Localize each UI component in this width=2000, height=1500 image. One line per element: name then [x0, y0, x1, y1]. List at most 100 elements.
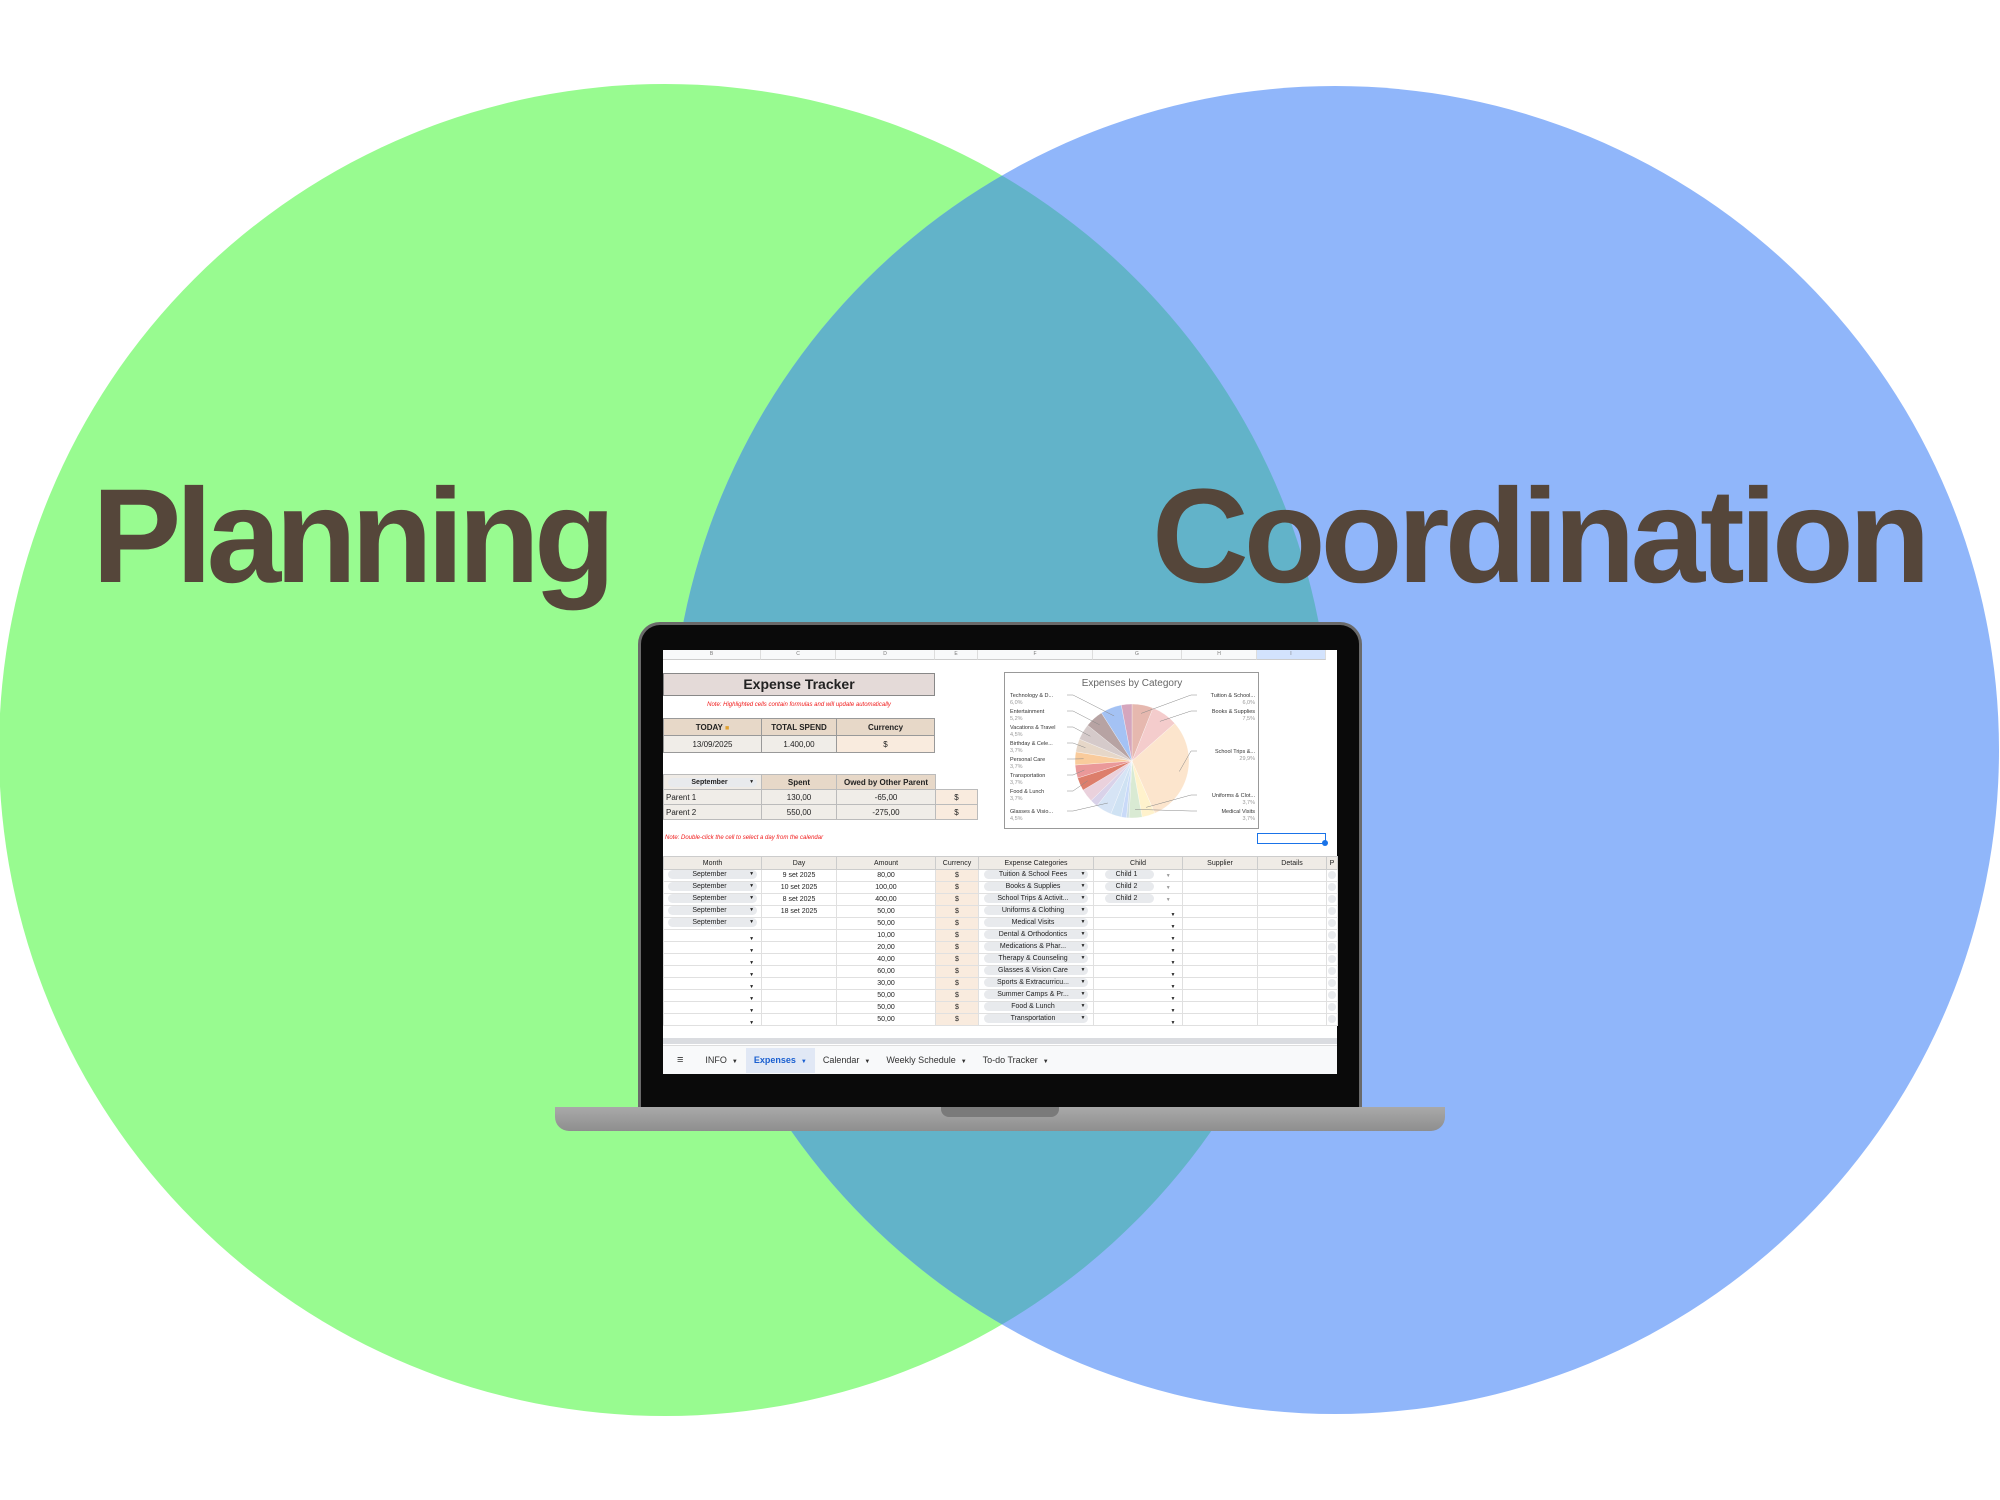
dropdown-chip[interactable] — [1328, 1002, 1336, 1011]
currency-cell[interactable]: $ — [935, 941, 979, 954]
p-cell[interactable] — [1326, 977, 1338, 990]
currency-cell[interactable]: $ — [935, 881, 979, 894]
column-letter[interactable]: I — [1257, 650, 1326, 660]
supplier-cell[interactable] — [1182, 953, 1258, 966]
category-cell[interactable]: Dental & Orthodontics▼ — [978, 929, 1094, 942]
day-cell[interactable] — [761, 929, 837, 942]
category-cell[interactable]: Summer Camps & Pr...▼ — [978, 989, 1094, 1002]
owed-value[interactable]: -65,00 — [836, 789, 936, 805]
day-cell[interactable] — [761, 941, 837, 954]
child-cell[interactable]: Child 2▼ — [1093, 893, 1183, 906]
month-cell[interactable]: ▼ — [663, 1001, 762, 1014]
dropdown-chip[interactable]: September▼ — [667, 882, 758, 892]
details-cell[interactable] — [1257, 1001, 1327, 1014]
tab-menu-arrow-icon[interactable]: ▼ — [800, 1058, 807, 1065]
currency-cell[interactable]: $ — [935, 929, 979, 942]
category-cell[interactable]: School Trips & Activit...▼ — [978, 893, 1094, 906]
dropdown-chip[interactable]: Dental & Orthodontics▼ — [983, 930, 1089, 940]
dropdown-chip[interactable]: Glasses & Vision Care▼ — [983, 966, 1089, 976]
grid-header[interactable]: P — [1326, 856, 1338, 870]
grid-header[interactable]: Day — [761, 856, 837, 870]
month-cell[interactable]: ▼ — [663, 929, 762, 942]
parent-name[interactable]: Parent 1 — [663, 789, 762, 805]
amount-cell[interactable]: 50,00 — [836, 989, 936, 1002]
category-cell[interactable]: Tuition & School Fees▼ — [978, 869, 1094, 882]
column-letter[interactable]: G — [1093, 650, 1182, 660]
dropdown-chip[interactable] — [1328, 882, 1336, 891]
amount-cell[interactable]: 80,00 — [836, 869, 936, 882]
month-cell[interactable]: September▼ — [663, 893, 762, 906]
details-cell[interactable] — [1257, 917, 1327, 930]
sheet-tab-info[interactable]: INFO▼ — [697, 1048, 745, 1073]
day-cell[interactable]: 8 set 2025 — [761, 893, 837, 906]
details-cell[interactable] — [1257, 881, 1327, 894]
currency-cell[interactable]: $ — [935, 977, 979, 990]
sheet-tab-to-do-tracker[interactable]: To-do Tracker▼ — [975, 1048, 1057, 1073]
grid-header[interactable]: Amount — [836, 856, 936, 870]
category-cell[interactable]: Medications & Phar...▼ — [978, 941, 1094, 954]
dropdown-chip[interactable]: Food & Lunch▼ — [983, 1002, 1089, 1012]
day-cell[interactable] — [761, 977, 837, 990]
p-cell[interactable] — [1326, 893, 1338, 906]
dropdown-chip[interactable]: School Trips & Activit...▼ — [983, 894, 1089, 904]
supplier-cell[interactable] — [1182, 917, 1258, 930]
supplier-cell[interactable] — [1182, 893, 1258, 906]
spent-value[interactable]: 550,00 — [761, 804, 837, 820]
currency-cell[interactable]: $ — [935, 953, 979, 966]
month-cell[interactable]: September▼ — [663, 905, 762, 918]
child-cell[interactable]: ▼ — [1093, 941, 1183, 954]
dropdown-chip[interactable] — [1328, 870, 1336, 879]
category-cell[interactable]: Sports & Extracurricu...▼ — [978, 977, 1094, 990]
dropdown-chip[interactable] — [1328, 894, 1336, 903]
amount-cell[interactable]: 50,00 — [836, 905, 936, 918]
child-cell[interactable]: Child 2▼ — [1093, 881, 1183, 894]
currency-cell[interactable]: $ — [935, 989, 979, 1002]
currency-cell[interactable]: $ — [935, 965, 979, 978]
month-cell[interactable]: September▼ — [663, 881, 762, 894]
supplier-cell[interactable] — [1182, 929, 1258, 942]
p-cell[interactable] — [1326, 989, 1338, 1002]
supplier-cell[interactable] — [1182, 869, 1258, 882]
supplier-cell[interactable] — [1182, 1013, 1258, 1026]
tab-menu-arrow-icon[interactable]: ▼ — [864, 1058, 871, 1065]
column-letter[interactable]: B — [663, 650, 761, 660]
currency-cell[interactable]: $ — [935, 905, 979, 918]
supplier-cell[interactable] — [1182, 965, 1258, 978]
currency-cell[interactable]: $ — [935, 1013, 979, 1026]
dropdown-chip[interactable]: Transportation▼ — [983, 1014, 1089, 1024]
currency-cell[interactable]: $ — [935, 893, 979, 906]
selected-cell[interactable] — [1257, 833, 1326, 844]
grid-header[interactable]: Currency — [935, 856, 979, 870]
pie-slice[interactable] — [1121, 703, 1133, 762]
tab-menu-arrow-icon[interactable]: ▼ — [960, 1058, 967, 1065]
child-cell[interactable]: ▼ — [1093, 989, 1183, 1002]
sheet-tab-calendar[interactable]: Calendar▼ — [815, 1048, 878, 1073]
month-cell[interactable]: ▼ — [663, 953, 762, 966]
column-letter[interactable]: C — [761, 650, 836, 660]
child-cell[interactable]: ▼ — [1093, 965, 1183, 978]
column-letter[interactable]: H — [1182, 650, 1257, 660]
currency-cell[interactable]: $ — [935, 1001, 979, 1014]
details-cell[interactable] — [1257, 953, 1327, 966]
child-cell[interactable]: ▼ — [1093, 1013, 1183, 1026]
currency-cell[interactable]: $ — [935, 869, 979, 882]
child-cell[interactable]: ▼ — [1093, 1001, 1183, 1014]
dropdown-chip[interactable] — [1328, 930, 1336, 939]
fill-handle[interactable] — [1322, 840, 1328, 846]
pie-slice[interactable] — [1131, 723, 1190, 814]
tab-menu-arrow-icon[interactable]: ▼ — [731, 1058, 738, 1065]
owed-value[interactable]: -275,00 — [836, 804, 936, 820]
details-cell[interactable] — [1257, 869, 1327, 882]
dropdown-chip[interactable]: Tuition & School Fees▼ — [983, 870, 1089, 880]
month-cell[interactable]: ▼ — [663, 1013, 762, 1026]
month-select[interactable]: September▼ — [667, 777, 758, 787]
child-cell[interactable]: ▼ — [1093, 929, 1183, 942]
details-cell[interactable] — [1257, 893, 1327, 906]
amount-cell[interactable]: 10,00 — [836, 929, 936, 942]
grid-header[interactable]: Supplier — [1182, 856, 1258, 870]
p-cell[interactable] — [1326, 929, 1338, 942]
currency-cell[interactable]: $ — [935, 789, 978, 805]
amount-cell[interactable]: 100,00 — [836, 881, 936, 894]
details-cell[interactable] — [1257, 989, 1327, 1002]
